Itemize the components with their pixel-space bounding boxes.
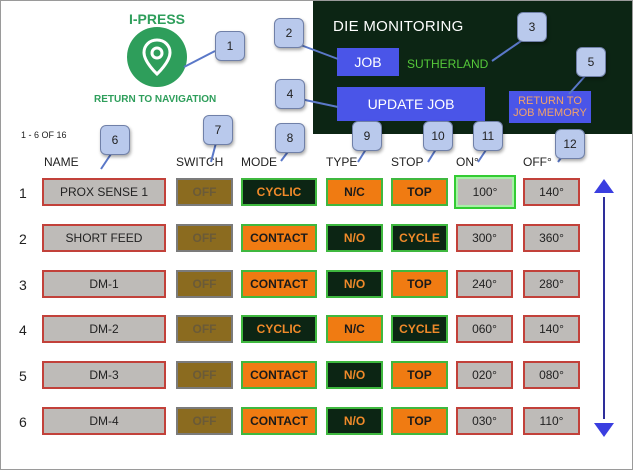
row-number: 6 <box>19 414 27 430</box>
column-header-switch: SWITCH <box>176 155 224 169</box>
return-to-job-memory-button[interactable]: RETURN TO JOB MEMORY <box>509 91 591 123</box>
callout-badge-10: 10 <box>423 121 453 151</box>
switch-toggle[interactable]: OFF <box>176 361 233 389</box>
callout-badge-6: 6 <box>100 125 130 155</box>
callout-badge-9: 9 <box>352 121 382 151</box>
type-toggle[interactable]: N/C <box>326 315 383 343</box>
type-toggle[interactable]: N/O <box>326 407 383 435</box>
on-angle-field[interactable]: 030° <box>456 407 513 435</box>
job-button[interactable]: JOB <box>337 48 399 76</box>
row-number: 1 <box>19 185 27 201</box>
callout-badge-1: 1 <box>215 31 245 61</box>
callout-badge-3: 3 <box>517 12 547 42</box>
callout-badge-2: 2 <box>274 18 304 48</box>
column-header-type: TYPE <box>326 155 358 169</box>
column-header-stop: STOP <box>391 155 424 169</box>
row-number: 5 <box>19 368 27 384</box>
callout-badge-11: 11 <box>473 121 503 151</box>
stop-toggle[interactable]: TOP <box>391 270 448 298</box>
return-to-navigation-link[interactable]: RETURN TO NAVIGATION <box>94 94 217 105</box>
on-angle-field[interactable]: 060° <box>456 315 513 343</box>
mode-toggle[interactable]: CONTACT <box>241 270 317 298</box>
name-field[interactable]: DM-2 <box>42 315 166 343</box>
on-angle-field[interactable]: 020° <box>456 361 513 389</box>
name-field[interactable]: DM-4 <box>42 407 166 435</box>
row-number: 2 <box>19 231 27 247</box>
name-field[interactable]: DM-1 <box>42 270 166 298</box>
column-header-mode: MODE <box>241 155 277 169</box>
callout-badge-8: 8 <box>275 123 305 153</box>
switch-toggle[interactable]: OFF <box>176 224 233 252</box>
stop-toggle[interactable]: TOP <box>391 361 448 389</box>
callout-badge-5: 5 <box>576 47 606 77</box>
column-header-name: NAME <box>44 155 79 169</box>
callout-badge-12: 12 <box>555 129 585 159</box>
callout-badge-4: 4 <box>275 79 305 109</box>
callout-badge-7: 7 <box>203 115 233 145</box>
switch-toggle[interactable]: OFF <box>176 407 233 435</box>
off-angle-field[interactable]: 140° <box>523 315 580 343</box>
switch-toggle[interactable]: OFF <box>176 178 233 206</box>
mode-toggle[interactable]: CYCLIC <box>241 178 317 206</box>
job-name: SUTHERLAND <box>407 57 489 71</box>
triangle-down-icon[interactable] <box>593 422 615 438</box>
stop-toggle[interactable]: CYCLE <box>391 224 448 252</box>
on-angle-field[interactable]: 240° <box>456 270 513 298</box>
brand-title: I-PRESS <box>129 11 186 27</box>
type-toggle[interactable]: N/O <box>326 224 383 252</box>
row-number: 4 <box>19 322 27 338</box>
off-angle-field[interactable]: 110° <box>523 407 580 435</box>
name-field[interactable]: DM-3 <box>42 361 166 389</box>
stop-toggle[interactable]: TOP <box>391 178 448 206</box>
on-angle-field[interactable]: 100° <box>454 175 516 209</box>
column-header-off: OFF° <box>523 155 552 169</box>
switch-toggle[interactable]: OFF <box>176 315 233 343</box>
triangle-up-icon[interactable] <box>593 178 615 194</box>
name-field[interactable]: PROX SENSE 1 <box>42 178 166 206</box>
off-angle-field[interactable]: 140° <box>523 178 580 206</box>
update-job-button[interactable]: UPDATE JOB <box>337 87 485 121</box>
location-pin-icon[interactable] <box>127 27 187 87</box>
mode-toggle[interactable]: CONTACT <box>241 224 317 252</box>
mode-toggle[interactable]: CONTACT <box>241 361 317 389</box>
column-header-on: ON° <box>456 155 479 169</box>
on-angle-field[interactable]: 300° <box>456 224 513 252</box>
stop-toggle[interactable]: CYCLE <box>391 315 448 343</box>
off-angle-field[interactable]: 080° <box>523 361 580 389</box>
off-angle-field[interactable]: 360° <box>523 224 580 252</box>
callout-line-1 <box>183 50 216 68</box>
scroll-track[interactable] <box>603 197 605 419</box>
mode-toggle[interactable]: CYCLIC <box>241 315 317 343</box>
stop-toggle[interactable]: TOP <box>391 407 448 435</box>
list-count: 1 - 6 OF 16 <box>21 130 67 140</box>
type-toggle[interactable]: N/O <box>326 361 383 389</box>
off-angle-field[interactable]: 280° <box>523 270 580 298</box>
panel-title: DIE MONITORING <box>333 18 464 35</box>
switch-toggle[interactable]: OFF <box>176 270 233 298</box>
type-toggle[interactable]: N/O <box>326 270 383 298</box>
name-field[interactable]: SHORT FEED <box>42 224 166 252</box>
mode-toggle[interactable]: CONTACT <box>241 407 317 435</box>
row-number: 3 <box>19 277 27 293</box>
type-toggle[interactable]: N/C <box>326 178 383 206</box>
